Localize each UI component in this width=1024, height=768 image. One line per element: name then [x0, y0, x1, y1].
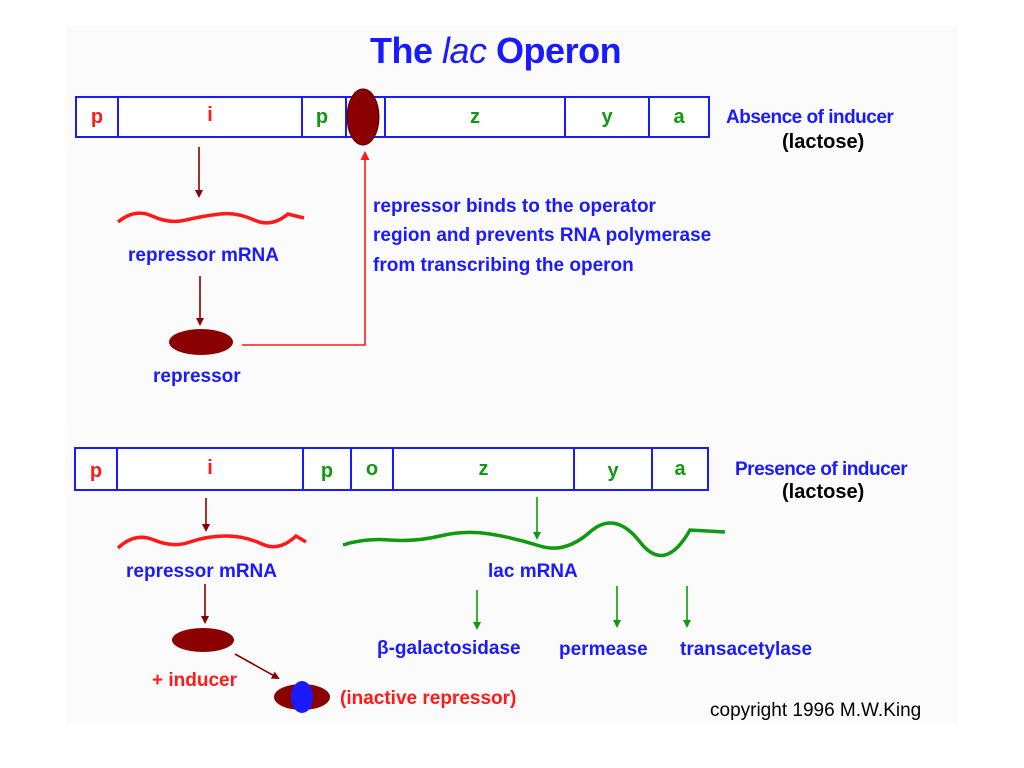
- bottom-repressor-mrna-wave: [116, 533, 307, 550]
- bottom-bar-outline: [74, 447, 709, 491]
- top-seg-a: a: [673, 106, 685, 128]
- diagram-panel: [66, 26, 958, 724]
- top-seg-z: z: [470, 106, 480, 128]
- bottom-seg-z: z: [478, 458, 489, 480]
- bottom-repressor-protein: [172, 628, 234, 652]
- top-bar-outline: [75, 96, 710, 138]
- bound-repressor: [346, 88, 380, 146]
- top-state-label: Absence of inducer: [726, 107, 894, 128]
- top-seg-p: p: [90, 106, 104, 128]
- title-suffix: Operon: [486, 30, 622, 71]
- top-gene-bar: [75, 88, 710, 146]
- bottom-state-sub: (lactose): [782, 481, 865, 503]
- product-beta-galactosidase: β-galactosidase: [377, 638, 521, 659]
- top-state-sub: (lactose): [782, 131, 865, 153]
- top-seg-y: y: [601, 106, 613, 128]
- inducer-binding-arrow: [234, 653, 280, 679]
- lac-mrna-label: lac mRNA: [488, 561, 578, 582]
- bottom-seg-o: o: [365, 458, 379, 480]
- top-repressor-protein: [169, 329, 233, 355]
- top-seg-i: i: [207, 104, 213, 126]
- top-note-line-3: from transcribing the operon: [373, 255, 634, 276]
- inactive-repressor-label: (inactive repressor): [340, 688, 517, 709]
- lac-mrna-wave: [342, 521, 726, 558]
- repressor-binding-arrow: [242, 151, 370, 346]
- bottom-seg-y: y: [607, 460, 619, 482]
- bottom-seg-a: a: [674, 458, 686, 480]
- bottom-mrna-label: repressor mRNA: [126, 561, 277, 582]
- bottom-seg-p2: p: [320, 460, 334, 482]
- top-seg-p2: p: [315, 106, 329, 128]
- top-note-line-1: repressor binds to the operator: [373, 196, 656, 217]
- bottom-seg-i: i: [207, 457, 213, 479]
- bottom-state-label: Presence of inducer: [735, 459, 908, 480]
- product-transacetylase: transacetylase: [680, 639, 813, 660]
- diagram-title: The lac Operon: [370, 30, 622, 71]
- copyright-text: copyright 1996 M.W.King: [710, 700, 922, 721]
- title-italic: lac: [442, 30, 487, 71]
- top-mrna-label: repressor mRNA: [128, 245, 279, 266]
- top-note-line-2: region and prevents RNA polymerase: [373, 225, 712, 246]
- product-permease: permease: [559, 639, 648, 660]
- bottom-seg-p: p: [89, 460, 103, 482]
- title-prefix: The: [370, 30, 443, 71]
- bottom-gene-bar: [74, 447, 709, 491]
- inducer-molecule: [291, 681, 313, 713]
- top-repressor-label: repressor: [153, 366, 241, 387]
- top-repressor-mrna-wave: [116, 211, 305, 225]
- inducer-label: + inducer: [152, 670, 237, 691]
